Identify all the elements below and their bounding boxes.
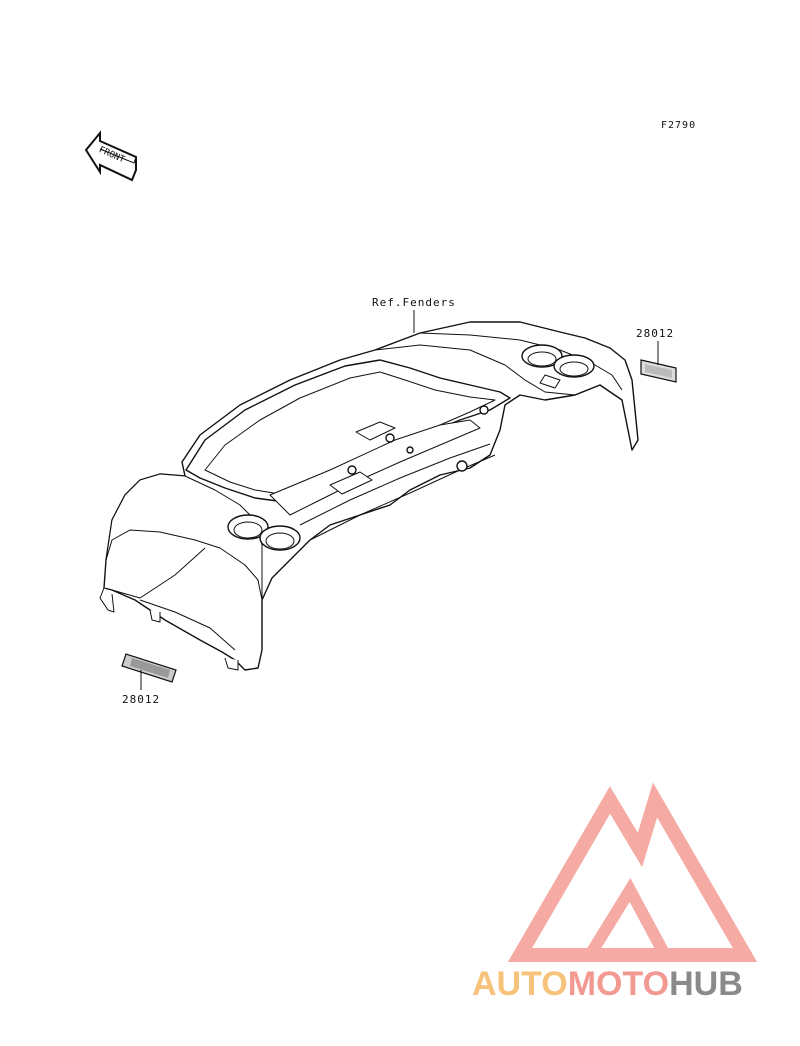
watermark-text: AUTOMOTOHUB [472,965,743,1004]
figure-code: F2790 [661,120,697,131]
reference-label: Ref.Fenders [372,296,456,309]
front-arrow-icon: FRONT [84,130,137,182]
leader-lines [140,310,659,690]
part-number-right: 28012 [636,327,675,340]
rear-fender-assembly [99,321,639,671]
reflector-left [121,653,177,683]
part-number-left: 28012 [122,693,161,706]
watermark-hub: HUB [669,965,743,1003]
watermark-auto: AUTO [472,965,568,1003]
reflector-right [640,359,677,383]
watermark-logo-icon [507,782,758,962]
watermark-moto: MOTO [567,965,670,1003]
